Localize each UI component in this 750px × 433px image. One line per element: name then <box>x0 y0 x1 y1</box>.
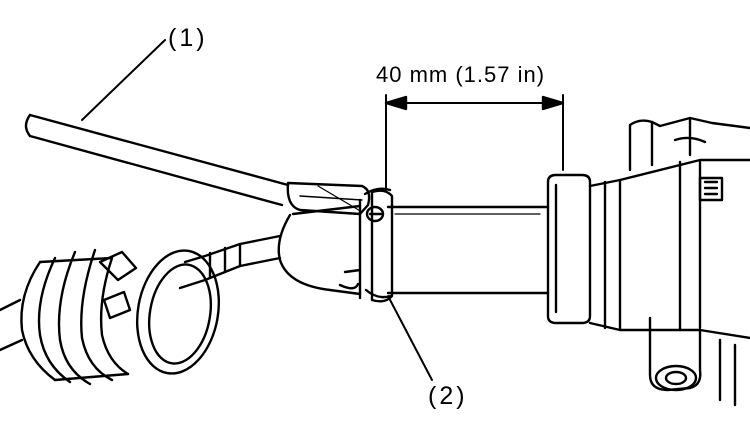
dimension-line <box>384 94 565 191</box>
dimension-label: 40 mm (1.57 in) <box>376 62 545 87</box>
housing-flange <box>546 173 622 332</box>
tie-rod-socket <box>178 204 362 296</box>
boot-band <box>358 187 394 303</box>
rack-shaft <box>386 205 550 295</box>
leader-lines <box>81 39 433 381</box>
callout-1-label: (1) <box>168 24 208 52</box>
gear-housing <box>618 116 750 407</box>
callout-2-label: (2) <box>428 382 468 410</box>
screwdriver <box>24 113 371 216</box>
rubber-boot <box>0 248 221 386</box>
